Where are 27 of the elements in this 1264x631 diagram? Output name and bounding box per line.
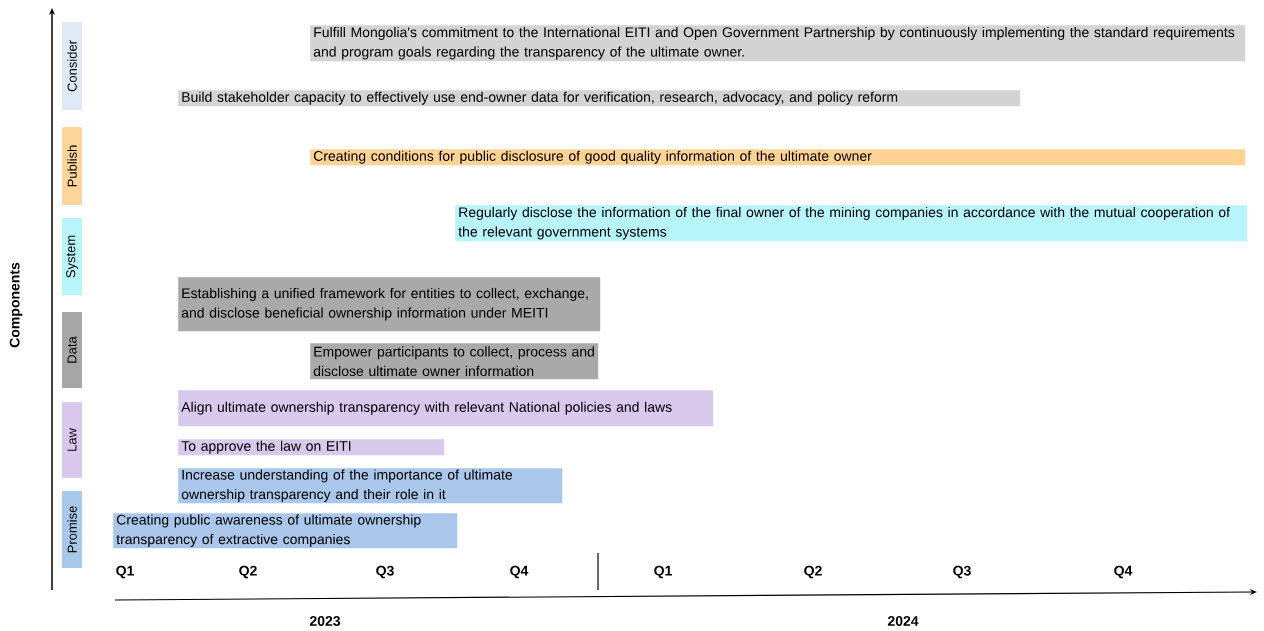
quarter-label: Q2: [804, 565, 822, 579]
category-tab: Data: [62, 312, 82, 388]
quarter-label: Q1: [116, 565, 134, 579]
timeline-bar: Fulfill Mongolia's commitment to the International EITI and Open Government Partnership by continuously implementing the standard requirements and program goals regarding the transparency of the ultimate owner.: [310, 25, 1246, 62]
category-tab: Publish: [62, 127, 82, 205]
quarter-label: Q3: [953, 565, 971, 579]
quarter-label: Q1: [654, 565, 672, 579]
timeline-bar: Empower participants to collect, process and disclose ultimate owner information: [310, 343, 599, 380]
category-tab: Consider: [62, 22, 82, 110]
quarter-label: Q2: [239, 565, 257, 579]
category-tab: Promise: [62, 491, 82, 568]
timeline-bar: Creating public awareness of ultimate ownership transparency of extractive companies: [113, 513, 458, 549]
year-label: 2024: [887, 616, 919, 626]
category-tab: System: [62, 218, 82, 295]
axis-title: Components: [9, 262, 23, 348]
year-label: 2023: [309, 616, 341, 626]
timeline-bar: Creating conditions for public disclosure of good quality information of the ultimate owner: [310, 149, 1246, 166]
quarter-label: Q4: [510, 565, 529, 579]
timeline-bar: Increase understanding of the importance of ultimate ownership transparency and their role in it: [178, 468, 563, 504]
timeline-bar: Build stakeholder capacity to effectively use end-owner data for verification, research, advocacy, and policy reform: [178, 90, 1021, 107]
timeline-bar: Establishing a unified framework for entities to collect, exchange, and disclose beneficial ownership information under MEITI: [178, 277, 601, 332]
category-tab: Law: [62, 402, 82, 478]
timeline-bar: Regularly disclose the information of the final owner of the mining companies in accordance with the mutual cooperation of the relevant government systems: [455, 205, 1248, 242]
quarter-label: Q4: [1114, 565, 1133, 579]
timeline-bar: To approve the law on EITI: [178, 439, 445, 456]
quarter-label: Q3: [376, 565, 394, 579]
timeline-bar: Align ultimate ownership transparency with relevant National policies and laws: [178, 390, 714, 427]
